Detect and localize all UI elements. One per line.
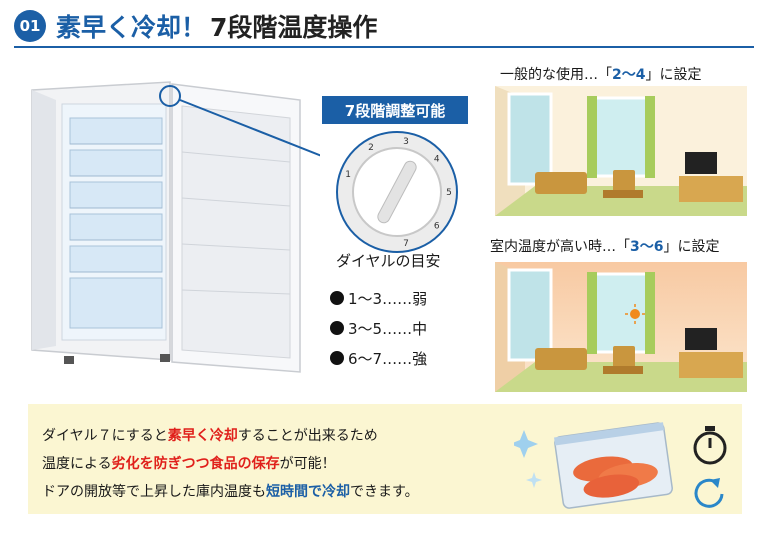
caption-prefix: 室内温度が高い時…「	[490, 239, 630, 255]
guide-row-weak: 1〜3……弱	[330, 283, 490, 313]
section-header: 01 素早く冷却！7段階温度操作	[0, 0, 768, 50]
sparkle-icon	[514, 430, 542, 488]
description-text: ダイヤル７にすると素早く冷却することが出来るため 温度による劣化を防ぎつつ食品の…	[42, 422, 512, 506]
page-title: 素早く冷却！7段階温度操作	[56, 8, 377, 44]
dial-number-2: 2	[368, 143, 374, 153]
caption-value: 2〜4	[612, 67, 646, 83]
text: 温度による	[42, 456, 112, 472]
text: が可能！	[279, 456, 336, 472]
caption-prefix: 一般的な使用…「	[500, 67, 612, 83]
section-number-badge: 01	[14, 10, 46, 42]
guide-row-text: 3〜5……中	[348, 319, 428, 338]
dial-number-3: 3	[403, 137, 409, 147]
sun-icon	[625, 304, 645, 324]
dial-guide: ダイヤルの目安 1〜3……弱 3〜5……中 6〜7……強	[330, 250, 490, 373]
description-line-3: ドアの開放等で上昇した庫内温度も短時間で冷却できます。	[42, 478, 512, 506]
title-sub: 7段階温度操作	[210, 13, 378, 42]
header-divider	[14, 46, 754, 48]
stopwatch-icon	[693, 426, 727, 465]
caption-value: 3〜6	[630, 239, 664, 255]
description-line-1: ダイヤル７にすると素早く冷却することが出来るため	[42, 422, 512, 450]
text: ドアの開放等で上昇した庫内温度も	[42, 484, 266, 500]
bullet-icon	[330, 351, 344, 365]
hot-room-caption: 室内温度が高い時…「3〜6」に設定	[490, 236, 719, 256]
description-line-2: 温度による劣化を防ぎつつ食品の保存が可能！	[42, 450, 512, 478]
freezer-illustration	[31, 81, 320, 373]
title-main: 素早く冷却！	[56, 13, 207, 42]
dial-number-5: 5	[446, 188, 452, 198]
description-panel: ダイヤル７にすると素早く冷却することが出来るため 温度による劣化を防ぎつつ食品の…	[28, 404, 742, 514]
dial-number-1: 1	[345, 170, 351, 180]
dial-number-7: 7	[403, 239, 409, 249]
room-illustration-normal	[495, 86, 747, 216]
text: することが出来るため	[237, 428, 378, 444]
temperature-dial: 1 2 3 4 5 6 7	[336, 131, 458, 253]
text: ダイヤル７にすると	[42, 428, 168, 444]
normal-use-caption: 一般的な使用…「2〜4」に設定	[500, 64, 701, 84]
dial-number-6: 6	[434, 221, 440, 231]
highlight-text: 短時間で冷却	[266, 484, 350, 500]
bullet-icon	[330, 291, 344, 305]
dial-number-4: 4	[434, 155, 440, 165]
room-illustration-hot	[495, 262, 747, 392]
frozen-fish-illustration	[514, 422, 727, 509]
caption-suffix: 」に設定	[645, 67, 702, 83]
refresh-arrow-icon	[694, 478, 724, 508]
guide-row-text: 6〜7……強	[348, 349, 428, 368]
caption-suffix: 」に設定	[663, 239, 720, 255]
text: できます。	[350, 484, 419, 500]
guide-row-medium: 3〜5……中	[330, 313, 490, 343]
bullet-icon	[330, 321, 344, 335]
dial-adjust-label: 7段階調整可能	[322, 96, 468, 124]
guide-row-text: 1〜3……弱	[348, 289, 428, 308]
highlight-text: 劣化を防ぎつつ食品の保存	[111, 456, 280, 472]
guide-row-strong: 6〜7……強	[330, 343, 490, 373]
dial-guide-title: ダイヤルの目安	[336, 252, 441, 270]
highlight-text: 素早く冷却	[167, 428, 238, 444]
